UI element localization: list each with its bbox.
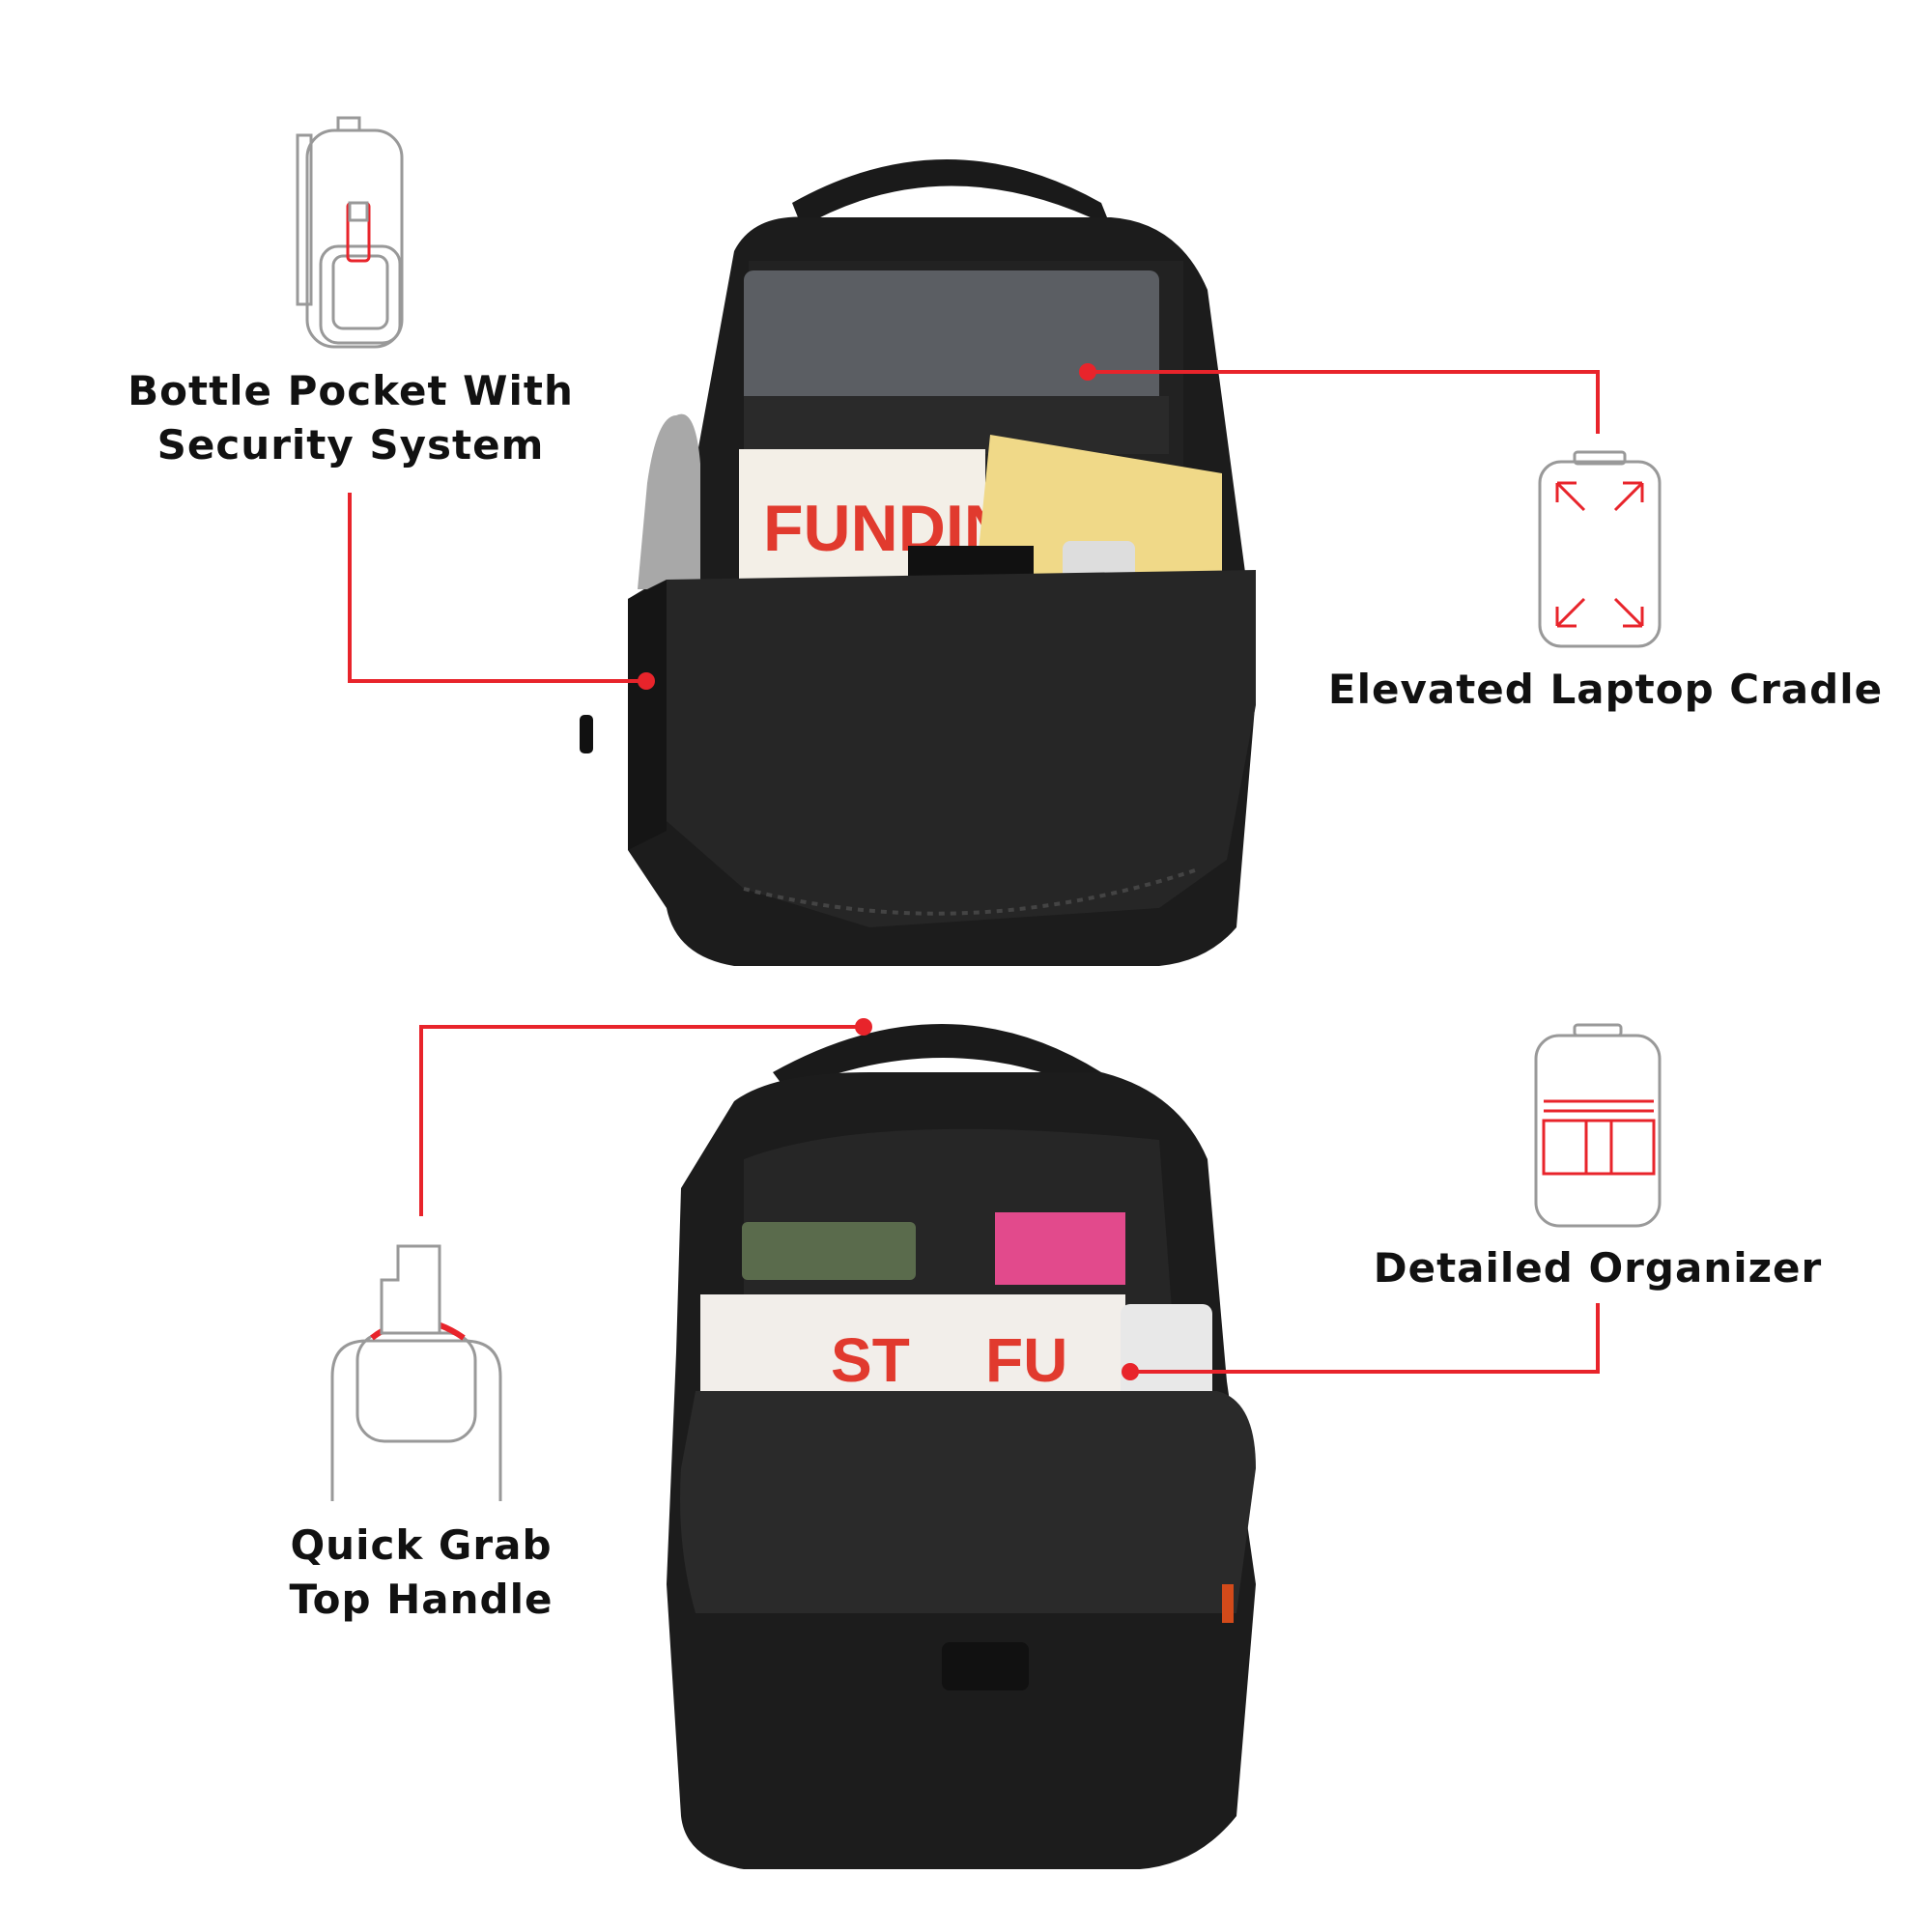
- bottle-pocket-label-line1: Bottle Pocket With: [128, 367, 574, 414]
- laptop-cradle-label-line1: Elevated Laptop Cradle: [1327, 666, 1884, 713]
- side-mesh-pocket: [628, 580, 667, 850]
- organizer-callout-line: [1130, 1303, 1600, 1374]
- top-handle-label-line2: Top Handle: [289, 1576, 554, 1623]
- top-handle-icon: [330, 1244, 502, 1501]
- top-handle-callout-line: [419, 1025, 864, 1216]
- front-flap: [680, 1391, 1256, 1613]
- laptop: [744, 270, 1159, 406]
- organizer-icon: [1534, 1023, 1662, 1228]
- organizer-label-line1: Detailed Organizer: [1373, 1244, 1823, 1292]
- backpack-open-organizer-view: ST FU: [667, 1024, 1256, 1869]
- organizer-callout-dot: [1122, 1363, 1139, 1380]
- laptop-cradle-label: Elevated Laptop Cradle: [1328, 663, 1883, 717]
- wallet: [742, 1222, 916, 1280]
- top-handle-callout-dot: [855, 1018, 872, 1036]
- bottle-pocket-label-line2: Security System: [156, 421, 545, 469]
- bottle: [638, 413, 700, 589]
- callout-lines: [348, 363, 1600, 1380]
- top-handle-label-line1: Quick Grab: [290, 1521, 553, 1569]
- laptop-cradle-callout-dot: [1079, 363, 1096, 381]
- notebook-pink: [995, 1212, 1125, 1285]
- laptop-cradle-icon: [1538, 450, 1662, 648]
- bottle-pocket-label: Bottle Pocket With Security System: [128, 364, 574, 472]
- notebook: [976, 435, 1222, 580]
- bottle-pocket-callout-dot: [638, 672, 655, 690]
- organizer-label: Detailed Organizer: [1374, 1241, 1823, 1295]
- bottle-pocket-icon: [296, 116, 404, 349]
- svg-text:ST: ST: [831, 1325, 910, 1395]
- backpack-open-top-view: FUNDING: [580, 159, 1256, 966]
- bottle-pocket-callout-line: [348, 493, 646, 683]
- top-handle-label: Quick Grab Top Handle: [290, 1519, 554, 1627]
- laptop-cradle-callout-line: [1088, 370, 1600, 434]
- svg-text:FU: FU: [985, 1325, 1067, 1395]
- front-flap: [667, 570, 1256, 927]
